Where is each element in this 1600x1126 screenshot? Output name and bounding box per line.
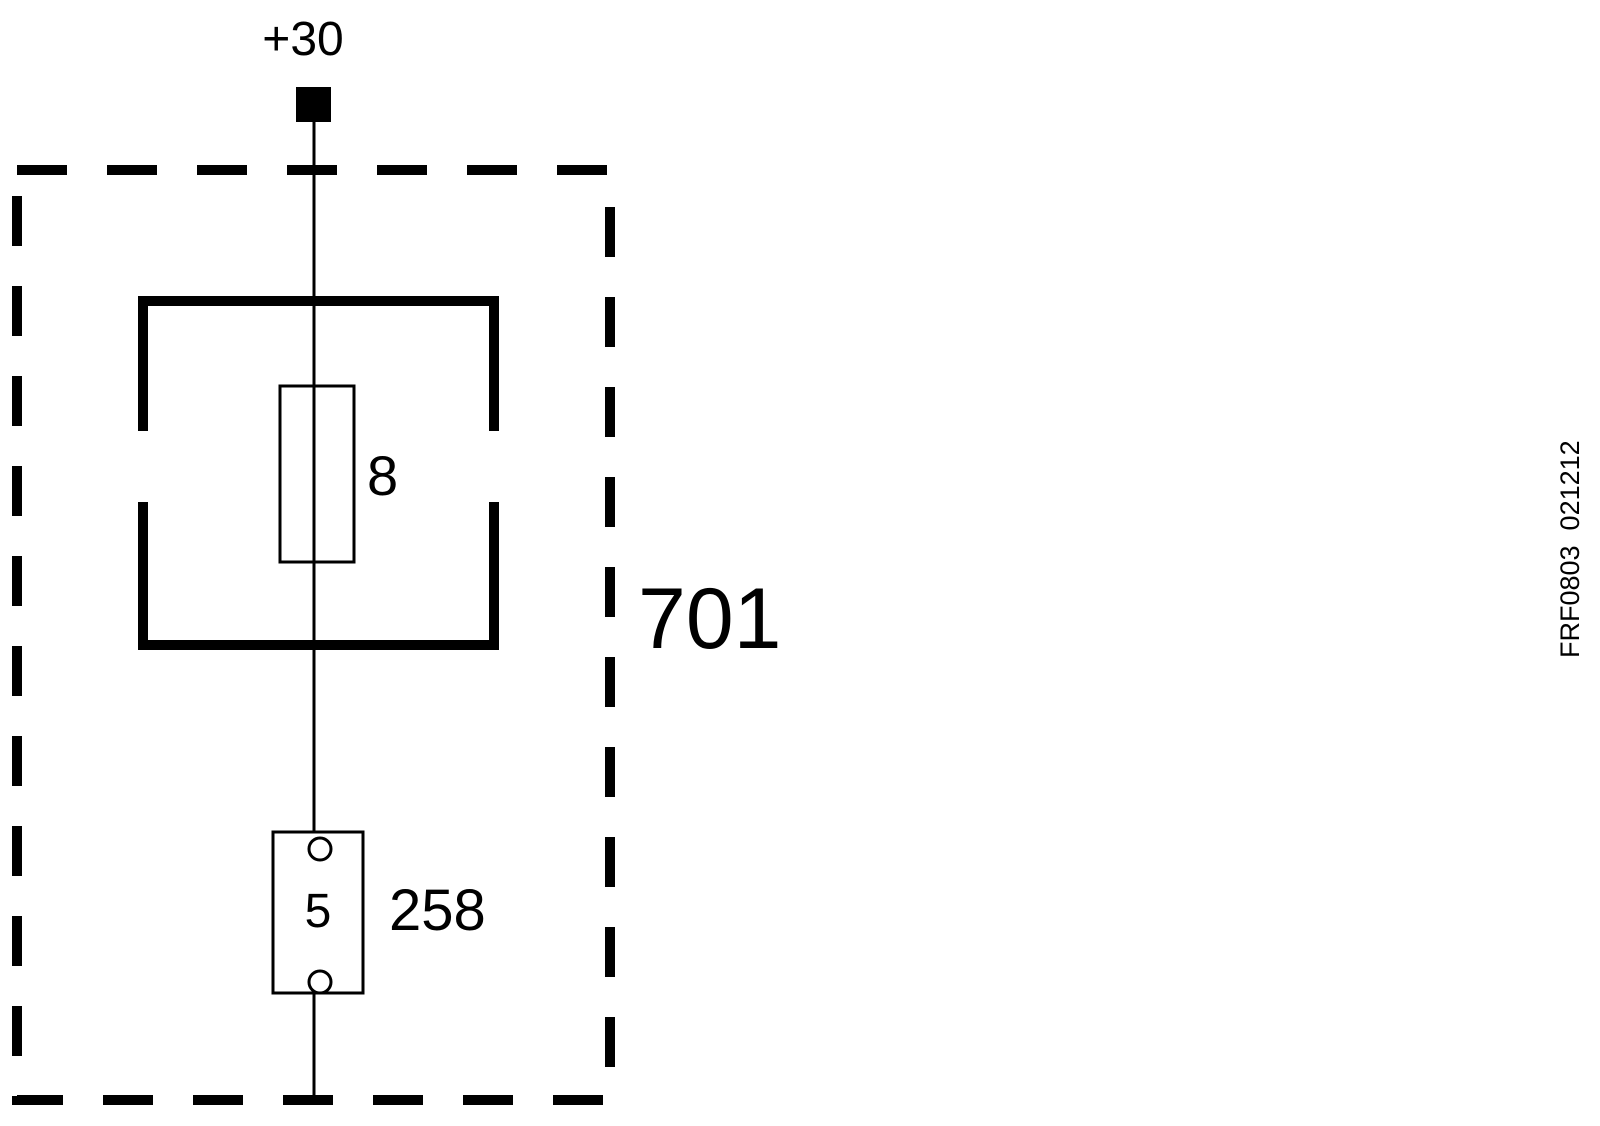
fuse-holder <box>138 296 499 650</box>
supply-label: +30 <box>262 13 343 66</box>
fuse-number: 8 <box>367 444 398 507</box>
connector-pin-top <box>307 836 333 862</box>
connector-pin-number: 5 <box>305 885 332 938</box>
connector-id: 258 <box>389 878 486 943</box>
supply-terminal <box>296 87 331 122</box>
drawing-code: FRF0803 021212 <box>1555 440 1585 658</box>
connector-pin-bottom <box>307 969 333 995</box>
fuse-symbol <box>278 384 356 564</box>
module-id: 701 <box>638 571 782 667</box>
